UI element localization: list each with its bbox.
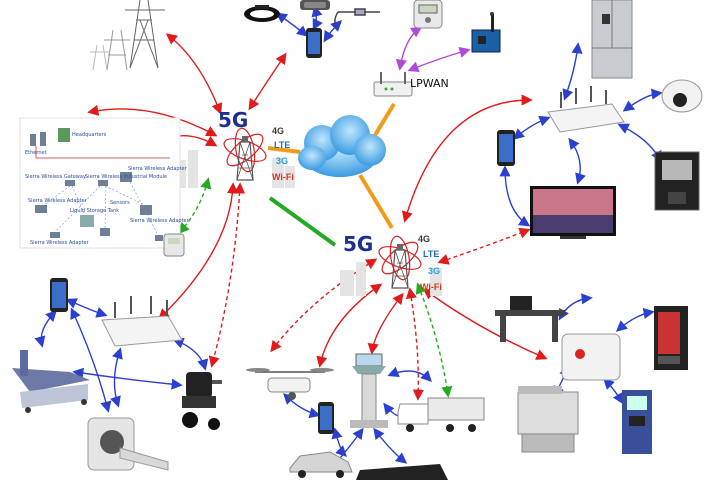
power-wheelchair-icon [182,372,222,430]
wifi-dashed-links [178,177,453,398]
industrial-label: Sensors [110,200,130,206]
mri-scanner-icon [87,417,169,471]
tower-bottom-band-lte: LTE [423,249,440,259]
drone-icon [246,368,334,400]
tower-bottom-band-wifi: Wi-Fi [420,282,442,292]
office-desk-icon [495,296,565,342]
access-point-icon [547,86,625,133]
tower-bottom-band-3g: 3G [428,266,441,276]
tower-bottom-label: 5G [343,232,374,256]
atm-icon [622,390,652,454]
lpwan-label: LPWAN [410,77,449,90]
cloud-link-gateway [370,102,396,142]
tower-top-band-3g: 3G [276,156,289,166]
vr-headset-icon [300,0,330,10]
smart-glasses-icon [334,8,380,27]
fitness-band-icon [244,5,280,22]
tower-top-band-wifi: Wi-Fi [272,172,294,182]
industrial-diagram [19,117,181,249]
access-point-icon [101,296,183,347]
smart-meter-icon [163,233,185,257]
industrial-label: Liquid Storage Tank [70,208,120,214]
smartphone-icon [318,402,334,434]
backbone-links [267,102,396,247]
refrigerator-icon [591,0,633,79]
television-icon [530,186,616,239]
smartphone-icon [497,130,515,166]
smart-meter-icon [413,0,443,29]
tower-top-band-lte: LTE [274,140,291,150]
tower-top-band-4g: 4G [272,126,285,136]
industrial-label: Sierra Wireless Adapter [30,240,89,246]
cloud-link-top-tower [267,146,301,154]
tower-tower-link [268,196,337,247]
tower-top [223,127,267,181]
industrial-label: Sierra Wireless Gateway [25,174,86,180]
tower-bottom [378,235,422,289]
hospital-bed-icon [12,350,90,413]
control-tower-icon [350,353,388,428]
rfid-reader-icon [561,333,621,381]
lpwan-links [395,26,471,73]
tower-top-label: 5G [218,108,249,132]
industrial-label: Sierra Wireless Adapter [28,198,87,204]
industrial-label: Sierra Wireless Adapter [130,218,189,224]
bus-icon [356,464,448,480]
tower-bottom-band-4g: 4G [418,234,431,244]
industrial-label: Ethernet [25,150,47,156]
smartphone-icon [306,28,322,58]
car-icon [289,451,353,478]
lpwan-gateway-icon [373,72,413,97]
cloud-icon [298,115,386,177]
coffee-machine-icon [654,151,700,211]
industrial-label: Sierra Wireless Adapter [128,166,187,172]
industrial-label: Headquarters [72,132,107,138]
cloud-link-bottom-tower [358,173,394,230]
city-skyline-bottom [340,262,442,296]
industrial-label: Sierra Wireless Industrial Module [85,174,168,180]
security-camera-icon [661,79,703,113]
iot-board-icon [471,12,501,53]
copier-icon [517,386,579,453]
truck-icon [397,397,485,432]
transmission-tower-icon [90,0,165,71]
vending-machine-icon [654,306,688,370]
smartphone-icon [50,278,68,312]
